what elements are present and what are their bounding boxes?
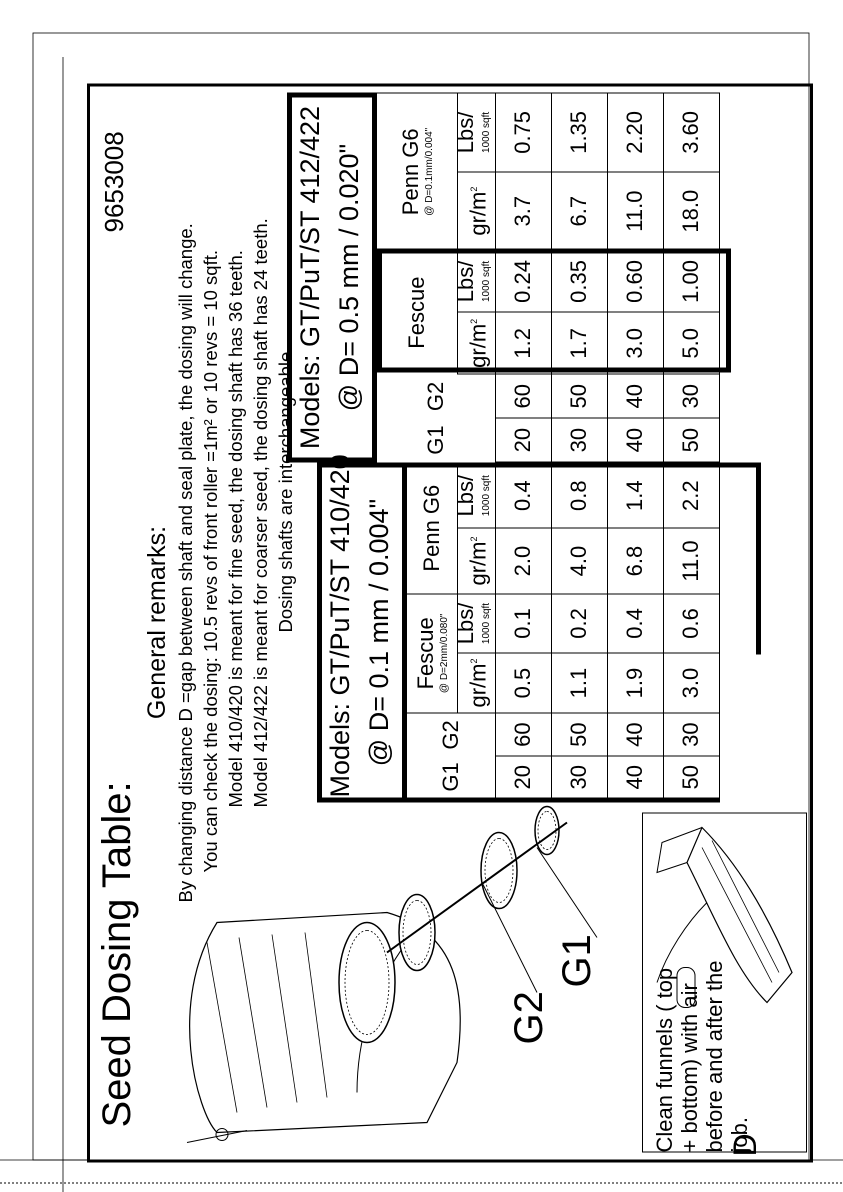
g2-cell: 60 bbox=[495, 374, 551, 419]
model-410-420-gap: @ D= 0.1 mm / 0.004" bbox=[364, 498, 394, 767]
table-row: 40 40 1.9 0.4 6.8 1.4 bbox=[607, 463, 663, 800]
penn-gr-cell: 3.7 bbox=[495, 171, 551, 251]
g2-cell: 30 bbox=[663, 374, 719, 419]
unit-metric-header: gr/m2 bbox=[457, 171, 495, 251]
penn-gr-cell: 11.0 bbox=[663, 528, 719, 594]
penn-lbs-cell: 1.35 bbox=[551, 93, 607, 172]
fescue-lbs-cell: 0.6 bbox=[663, 593, 719, 654]
fescue-lbs-cell: 1.00 bbox=[663, 250, 719, 313]
table-row: 20 60 0.5 0.1 2.0 0.4 bbox=[495, 463, 551, 800]
remark-line: You can check the dosing: 10.5 revs of f… bbox=[200, 250, 221, 873]
penn-gr-cell: 4.0 bbox=[551, 528, 607, 594]
fescue-gr-cell: 1.9 bbox=[607, 653, 663, 713]
g2-cell: 40 bbox=[607, 712, 663, 757]
fescue-gr-cell: 1.2 bbox=[495, 312, 551, 375]
fescue-lbs-cell: 0.4 bbox=[607, 593, 663, 654]
penn-gr-cell: 2.0 bbox=[495, 528, 551, 594]
unit-metric-header: gr/m2 bbox=[457, 528, 495, 594]
fescue-lbs-cell: 0.24 bbox=[495, 250, 551, 313]
fescue-lbs-cell: 0.60 bbox=[607, 250, 663, 313]
penn-gr-cell: 18.0 bbox=[663, 171, 719, 251]
g1-cell: 20 bbox=[495, 418, 551, 462]
table-row: 30 50 1.1 0.2 4.0 0.8 bbox=[551, 463, 607, 800]
penn-label: Penn G6 bbox=[398, 128, 424, 216]
col-g1-header: G1 bbox=[422, 425, 448, 455]
remark-line: Model 412/422 is meant for coarser seed,… bbox=[250, 218, 271, 808]
model-412-422-gap: @ D= 0.5 mm / 0.020" bbox=[334, 143, 364, 412]
document-number: 9653008 bbox=[99, 131, 129, 233]
funnel-illustration bbox=[656, 826, 793, 1008]
remark-line: Model 410/420 is meant for fine seed, th… bbox=[225, 250, 246, 808]
table-row: 50 30 3.0 0.6 11.0 2.2 bbox=[663, 463, 719, 800]
unit-imperial-header: Lbs/1000 sqft bbox=[453, 463, 495, 529]
table-row: 20 60 1.2 0.24 3.7 0.75 bbox=[495, 93, 551, 462]
penn-lbs-cell: 0.75 bbox=[495, 93, 551, 172]
g1-cell: 20 bbox=[495, 756, 551, 800]
g1-cell: 30 bbox=[551, 418, 607, 462]
fescue-gr-cell: 0.5 bbox=[495, 653, 551, 713]
g2-cell: 50 bbox=[551, 712, 607, 757]
g2-cell: 60 bbox=[495, 712, 551, 757]
penn-gr-cell: 6.8 bbox=[607, 528, 663, 594]
fescue-label: Fescue bbox=[413, 617, 439, 690]
g2-cell: 40 bbox=[607, 374, 663, 419]
fescue-gr-cell: 1.7 bbox=[551, 312, 607, 375]
fescue-label: Fescue bbox=[403, 276, 429, 349]
table-row: 40 40 3.0 0.60 11.0 2.20 bbox=[607, 93, 663, 462]
penn-lbs-cell: 0.8 bbox=[551, 463, 607, 529]
penn-lbs-cell: 0.4 bbox=[495, 463, 551, 529]
g1-cell: 50 bbox=[663, 418, 719, 462]
unit-metric-header: gr/m2 bbox=[457, 312, 495, 375]
model-410-420-title: Models: GT/PuT/ST 410/420 bbox=[325, 454, 355, 798]
seeder-gear-illustration bbox=[186, 805, 598, 1143]
unit-imperial-header: Lbs/1000 sqft bbox=[453, 93, 495, 172]
penn-group-header: Penn G6 @ D=0.1mm/0.004" bbox=[377, 93, 457, 251]
g1-cell: 40 bbox=[607, 418, 663, 462]
col-g2-header: G2 bbox=[437, 720, 463, 750]
penn-label: Penn G6 bbox=[418, 484, 444, 572]
col-g2-header: G2 bbox=[422, 381, 448, 412]
penn-lbs-cell: 2.2 bbox=[663, 463, 719, 529]
table-row: 30 50 1.7 0.35 6.7 1.35 bbox=[551, 93, 607, 462]
unit-imperial-header: Lbs/1000 sqft bbox=[453, 593, 495, 654]
unit-imperial-header: Lbs/1000 sqft bbox=[453, 250, 495, 313]
fescue-group-header: Fescue @ D=2mm/0.080" bbox=[407, 593, 457, 713]
penn-gap-note: @ D=0.1mm/0.004" bbox=[424, 127, 436, 216]
fescue-lbs-cell: 0.35 bbox=[551, 250, 607, 313]
fescue-group-header: Fescue bbox=[377, 251, 457, 375]
fescue-gr-cell: 3.0 bbox=[607, 312, 663, 375]
penn-lbs-cell: 2.20 bbox=[607, 93, 663, 172]
model-412-422-title: Models: GT/PuT/ST 412/422 bbox=[295, 105, 325, 450]
penn-lbs-cell: 3.60 bbox=[663, 93, 719, 172]
gear-medium-icon bbox=[398, 893, 436, 972]
gear-g2-label: G2 bbox=[507, 991, 551, 1045]
remark-line: By changing distance D =gap between shaf… bbox=[175, 223, 196, 903]
g2-cell: 50 bbox=[551, 374, 607, 419]
fescue-gr-cell: 1.1 bbox=[551, 653, 607, 713]
g1-cell: 30 bbox=[551, 756, 607, 800]
dosing-table-412-422: G1 G2 Fescue Penn G6 @ D=0.1mm/0.004" gr… bbox=[377, 93, 720, 463]
penn-gr-cell: 6.7 bbox=[551, 171, 607, 251]
gear-large-icon bbox=[338, 921, 396, 1044]
fescue-gap-note: @ D=2mm/0.080" bbox=[439, 613, 451, 694]
unit-metric-header: gr/m2 bbox=[457, 653, 495, 713]
fescue-gr-cell: 3.0 bbox=[663, 653, 719, 713]
g2-cell: 30 bbox=[663, 712, 719, 757]
dosing-table-410-420: G1 G2 Fescue @ D=2mm/0.080" Penn G6 gr/m… bbox=[407, 463, 720, 803]
dosing-sheet: Seed Dosing Table: 9653008 General remar… bbox=[87, 83, 813, 1163]
penn-group-header: Penn G6 bbox=[407, 463, 457, 594]
gear-g1-label: G1 bbox=[555, 934, 599, 988]
table-row: 50 30 5.0 1.00 18.0 3.60 bbox=[663, 93, 719, 462]
fescue-lbs-cell: 0.2 bbox=[551, 593, 607, 654]
g1-cell: 40 bbox=[607, 756, 663, 800]
fescue-lbs-cell: 0.1 bbox=[495, 593, 551, 654]
g1-cell: 50 bbox=[663, 756, 719, 800]
penn-lbs-cell: 1.4 bbox=[607, 463, 663, 529]
fescue-gr-cell: 5.0 bbox=[663, 312, 719, 375]
col-g1-header: G1 bbox=[407, 756, 495, 800]
penn-gr-cell: 11.0 bbox=[607, 171, 663, 251]
